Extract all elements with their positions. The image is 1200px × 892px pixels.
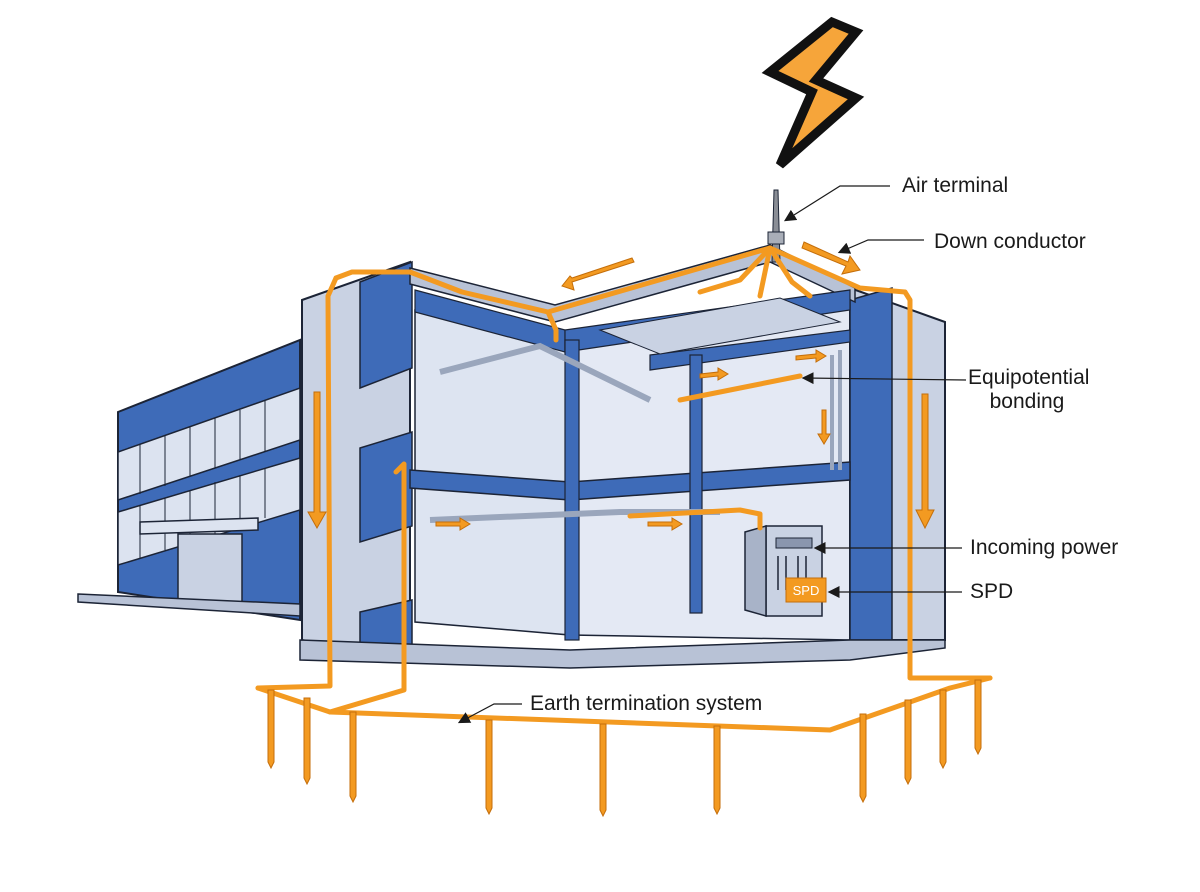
current-flow-arrows bbox=[307, 241, 935, 531]
left-wing-building bbox=[77, 338, 301, 622]
label-earth-termination-system: Earth termination system bbox=[530, 692, 763, 715]
label-spd: SPD bbox=[970, 580, 1014, 603]
label-equipotential-line2: bonding bbox=[989, 390, 1065, 413]
spd-box-label: SPD bbox=[793, 583, 820, 598]
label-down-conductor: Down conductor bbox=[934, 230, 1086, 253]
air-terminal-mast bbox=[767, 189, 785, 263]
label-incoming-power: Incoming power bbox=[970, 536, 1119, 559]
main-building bbox=[299, 244, 946, 669]
spd-box: SPD bbox=[785, 577, 827, 603]
callout-leaders bbox=[457, 185, 967, 724]
leader-air-terminal bbox=[783, 185, 890, 222]
label-equipotential-bonding: Equipotential bonding bbox=[968, 366, 1090, 414]
label-air-terminal: Air terminal bbox=[902, 174, 1009, 197]
leader-equipotential bbox=[801, 372, 967, 385]
label-equipotential-line1: Equipotential bbox=[968, 366, 1090, 389]
earth-rods bbox=[267, 679, 982, 818]
lightning-bolt-icon bbox=[761, 16, 865, 169]
leader-down-conductor bbox=[837, 239, 924, 254]
leader-earth-termination bbox=[457, 703, 522, 724]
